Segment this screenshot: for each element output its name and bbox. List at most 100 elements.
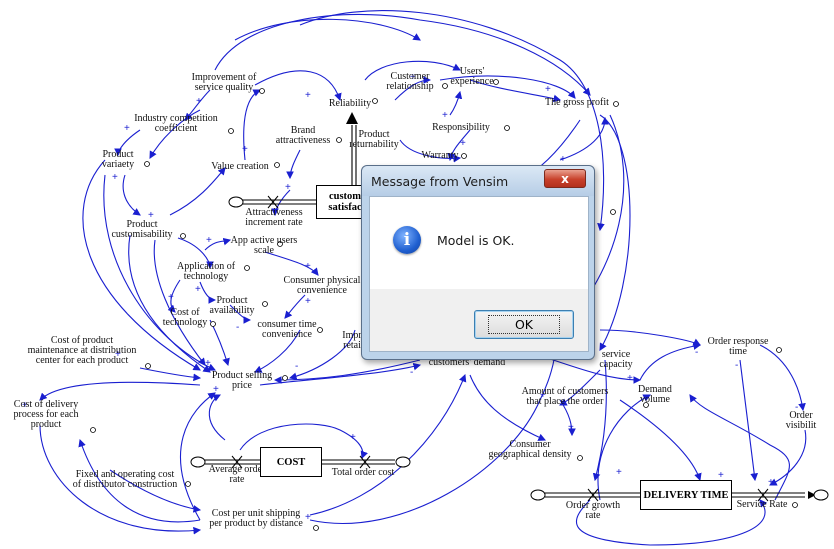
var-cost-of-delivery-process: Cost of delivery process for each produc… xyxy=(13,399,79,430)
svg-text:+: + xyxy=(545,84,551,95)
link xyxy=(592,359,607,482)
var-consumer-physical-convenience: Consumer physical convenience xyxy=(283,275,361,296)
svg-text:+: + xyxy=(460,138,466,149)
close-button[interactable]: x xyxy=(544,169,586,188)
var-cost-of-technology: Cost of technology xyxy=(162,307,208,328)
link xyxy=(229,304,252,324)
var-service-rate: Service Rate xyxy=(736,499,788,510)
link xyxy=(254,329,301,373)
svg-text:+: + xyxy=(205,358,211,369)
svg-text:+: + xyxy=(350,432,356,443)
link xyxy=(439,75,576,99)
flow-pipe xyxy=(351,125,357,185)
svg-text:+: + xyxy=(560,154,566,165)
var-consumer-time-convenience: consumer time convenience xyxy=(257,319,317,340)
close-icon: x xyxy=(561,171,569,186)
message-dialog: Message from Vensim x i Model is OK. OK xyxy=(361,165,595,360)
link xyxy=(599,329,701,346)
dialog-title: Message from Vensim xyxy=(371,174,509,189)
link xyxy=(769,429,807,486)
link xyxy=(39,381,201,401)
link xyxy=(139,367,202,382)
svg-text:+: + xyxy=(627,373,633,384)
svg-text:+: + xyxy=(305,90,311,101)
svg-text:+: + xyxy=(22,400,28,411)
var-fixed-operating-cost: Fixed and operating cost of distributor … xyxy=(72,469,178,490)
link xyxy=(239,423,368,460)
link xyxy=(234,18,421,41)
link xyxy=(288,329,356,381)
source-cloud xyxy=(228,196,244,208)
var-brand-attractiveness: Brand attractiveness xyxy=(275,125,331,146)
var-product-availability: Product availability xyxy=(209,295,255,316)
var-cost-of-product-maintenance: Cost of product maintenance at distribut… xyxy=(27,335,137,366)
svg-text:+: + xyxy=(540,390,546,401)
link xyxy=(273,359,421,384)
svg-text:+: + xyxy=(195,284,201,295)
link xyxy=(469,374,547,441)
link xyxy=(264,251,319,276)
var-cost-per-unit-shipping: Cost per unit shipping per product by di… xyxy=(209,508,303,529)
link xyxy=(109,469,202,513)
link xyxy=(689,394,790,501)
svg-text:+: + xyxy=(305,512,311,523)
svg-text:+: + xyxy=(206,235,212,246)
var-impr-retai: Impr retai xyxy=(342,330,362,351)
var-consumer-geographical-density: Consumer geographical density xyxy=(488,439,572,460)
var-customers-demand: customers' demand xyxy=(428,357,506,368)
var-product-returnability: Product returnability xyxy=(349,129,399,150)
var-customer-relationship: Customer relationship xyxy=(386,71,434,92)
valve xyxy=(359,455,371,469)
var-the-gross-profit: The gross profit xyxy=(545,97,609,108)
svg-text:+: + xyxy=(768,477,774,488)
link xyxy=(286,149,301,180)
svg-text:-: - xyxy=(295,361,298,372)
link xyxy=(82,159,201,371)
link xyxy=(639,342,702,381)
svg-text:+: + xyxy=(115,349,121,360)
svg-text:-: - xyxy=(695,347,698,358)
link xyxy=(214,13,591,96)
link xyxy=(449,90,463,116)
svg-text:+: + xyxy=(305,261,311,272)
flow-pipe xyxy=(205,459,260,465)
link xyxy=(759,344,806,412)
svg-text:+: + xyxy=(410,72,416,83)
link xyxy=(394,76,432,101)
link xyxy=(184,89,211,121)
link xyxy=(399,139,462,163)
link xyxy=(169,167,226,216)
svg-text:+: + xyxy=(112,172,118,183)
link xyxy=(576,499,768,546)
var-attractiveness-increment-rate: Attractiveness increment rate xyxy=(245,207,303,228)
svg-text:-: - xyxy=(410,367,413,378)
link xyxy=(114,129,141,157)
var-product-selling-price: Product selling price xyxy=(211,370,273,391)
information-icon: i xyxy=(393,226,421,254)
ok-button-label: OK xyxy=(487,315,561,334)
flow-pipe xyxy=(320,459,395,465)
svg-text:+: + xyxy=(213,384,219,395)
var-amount-of-customers: Amount of customers that place the order xyxy=(521,386,609,407)
stock-delivery-time: DELIVERY TIME xyxy=(640,480,732,510)
var-product-variaety: Product variaety xyxy=(101,149,135,170)
link xyxy=(559,369,601,406)
ok-button[interactable]: OK xyxy=(474,310,574,339)
svg-text:+: + xyxy=(124,123,130,134)
link xyxy=(309,348,559,525)
valve xyxy=(267,195,279,209)
link xyxy=(149,109,201,159)
svg-text:-: - xyxy=(795,402,798,413)
var-application-of-technology: Application of technology xyxy=(176,261,236,282)
dialog-titlebar[interactable]: Message from Vensim x xyxy=(362,166,594,196)
link xyxy=(177,237,214,270)
flow-pipe xyxy=(730,492,805,498)
stock-cost: COST xyxy=(260,447,322,477)
svg-text:+: + xyxy=(196,96,202,107)
link xyxy=(167,279,181,313)
link xyxy=(259,362,422,386)
svg-text:+: + xyxy=(568,422,574,433)
svg-text:+: + xyxy=(242,144,248,155)
link xyxy=(180,392,216,521)
